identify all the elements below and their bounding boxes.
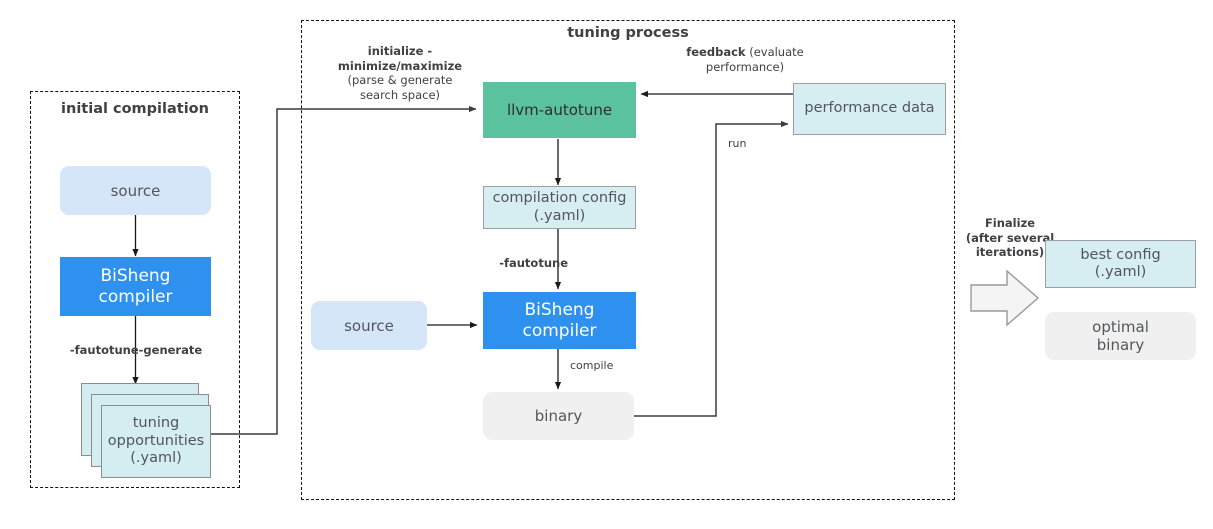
group-initial-compilation-title: initial compilation [61, 101, 209, 117]
edge-label-feedback: feedback (evaluate performance) [640, 45, 850, 74]
node-center-bisheng-line2: compiler [522, 320, 597, 341]
group-tuning-process-title: tuning process [567, 25, 689, 41]
edge-label-fautotune: -fautotune [499, 256, 568, 270]
node-tuning-opportunities[interactable]: tuning opportunities (.yaml) [101, 405, 211, 478]
edge-label-initialize-line3: (parse & generate [347, 73, 453, 88]
node-performance-data-label: performance data [804, 100, 935, 117]
edge-label-finalize-line1: Finalize [984, 216, 1036, 230]
node-left-source-label: source [110, 181, 161, 200]
node-binary-label: binary [534, 407, 583, 425]
edge-label-fautotune-generate: -fautotune-generate [69, 343, 203, 357]
node-compilation-config-line1: compilation config [492, 190, 627, 207]
node-compilation-config[interactable]: compilation config (.yaml) [483, 186, 636, 229]
node-tuning-opportunities-line1: tuning [132, 415, 180, 432]
node-optimal-binary[interactable]: optimal binary [1045, 312, 1196, 360]
node-left-bisheng-line2: compiler [98, 286, 173, 307]
node-best-config-line2: (.yaml) [1094, 264, 1147, 280]
node-llvm-autotune-label: llvm-autotune [506, 101, 613, 119]
node-center-bisheng-line1: BiSheng [524, 300, 595, 321]
node-left-bisheng-line1: BiSheng [100, 266, 171, 287]
edge-label-feedback-rest: (evaluate [745, 45, 804, 59]
edge-label-feedback-bold: feedback [686, 45, 746, 59]
edge-label-finalize-line2: (after several [965, 230, 1055, 245]
edge-label-finalize: Finalize (after several iterations) [955, 216, 1065, 260]
node-best-config-line1: best config [1080, 246, 1161, 263]
node-left-source[interactable]: source [60, 166, 211, 215]
node-center-source-label: source [344, 316, 394, 335]
node-performance-data[interactable]: performance data [793, 83, 946, 135]
node-best-config[interactable]: best config (.yaml) [1045, 240, 1196, 288]
node-compilation-config-line2: (.yaml) [533, 207, 586, 224]
node-tuning-opportunities-line3: (.yaml) [130, 450, 182, 467]
node-optimal-binary-line1: optimal [1092, 318, 1149, 336]
node-left-bisheng-compiler[interactable]: BiSheng compiler [60, 257, 211, 316]
edge-label-run: run [728, 137, 747, 150]
edge-label-initialize-line2: minimize/maximize [337, 58, 463, 73]
edge-label-initialize-line4: search space) [359, 88, 441, 103]
edge-label-feedback-line2: performance) [705, 59, 785, 74]
node-llvm-autotune[interactable]: llvm-autotune [483, 82, 636, 138]
edge-label-initialize-line1: initialize - [367, 44, 433, 58]
node-optimal-binary-line2: binary [1096, 336, 1145, 354]
node-tuning-opportunities-line2: opportunities [107, 432, 205, 449]
edge-label-initialize: initialize - minimize/maximize (parse & … [310, 44, 490, 103]
node-center-bisheng-compiler[interactable]: BiSheng compiler [483, 292, 636, 349]
edge-label-compile: compile [570, 359, 614, 372]
node-center-source[interactable]: source [311, 301, 427, 350]
edge-label-finalize-line3: iterations) [975, 245, 1045, 260]
node-binary[interactable]: binary [483, 392, 634, 440]
